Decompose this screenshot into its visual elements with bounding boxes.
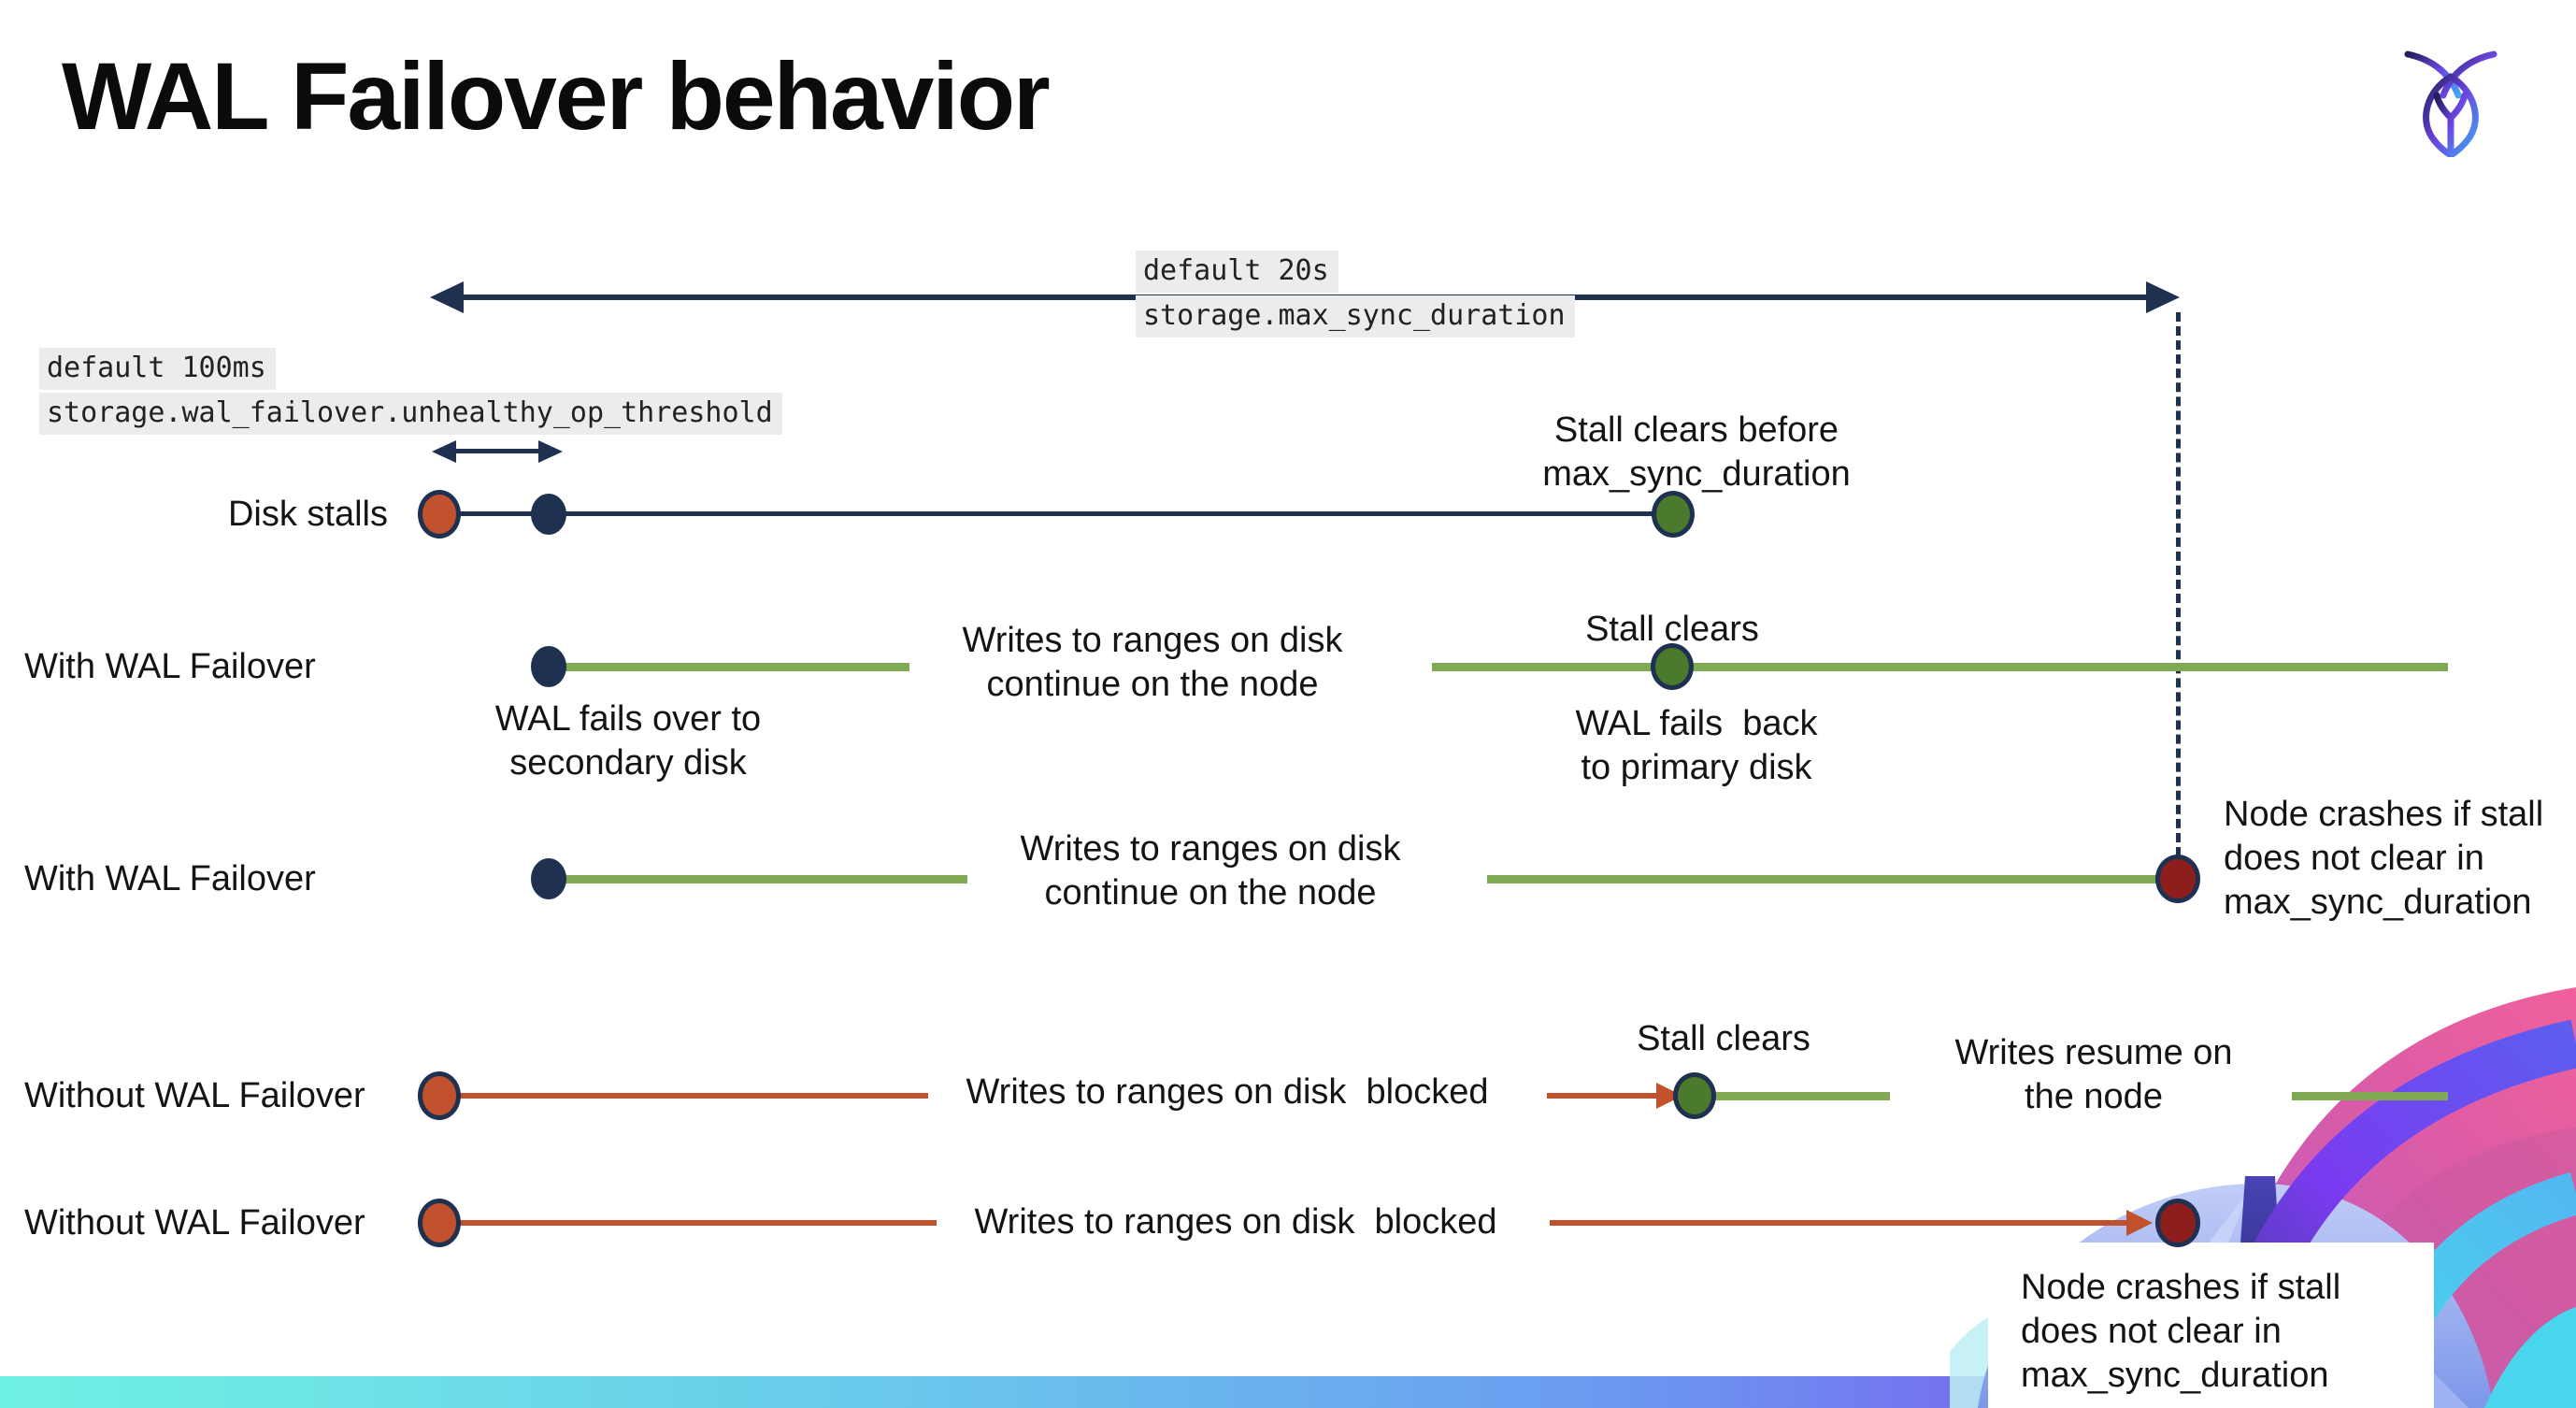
node-crash-dot: [2155, 1199, 2200, 1247]
default-value-badge: default 100ms: [39, 348, 276, 390]
node-crash-callout-box: [1988, 1243, 2434, 1408]
unhealthy-op-threshold-label: default 100ms storage.wal_failover.unhea…: [39, 348, 782, 438]
timeline-segment: [549, 663, 923, 671]
annotation-node-crashes: Node crashes if stall does not clear in …: [2021, 1268, 2341, 1395]
failover-threshold-dot: [531, 494, 566, 535]
timeline-segment: [1547, 1093, 1659, 1099]
annotation-wal-fails-back: WAL fails back to primary disk: [1575, 704, 1818, 787]
page-title: WAL Failover behavior: [62, 43, 1051, 150]
annotation-stall-clears-before: Stall clears before max_sync_duration: [1542, 410, 1851, 494]
failback-dot: [1651, 643, 1694, 690]
stall-clears-dot: [1673, 1072, 1716, 1119]
annotation-writes-continue: Writes to ranges on disk continue on the…: [909, 619, 1395, 707]
failover-start-dot: [531, 858, 566, 899]
stall-start-dot: [418, 1199, 461, 1247]
arrowhead-right-icon: [2146, 281, 2180, 313]
setting-name-badge: storage.max_sync_duration: [1136, 295, 1575, 338]
annotation-writes-continue: Writes to ranges on disk continue on the…: [967, 827, 1453, 915]
node-crash-dot: [2155, 855, 2200, 903]
default-value-badge: default 20s: [1136, 251, 1338, 293]
timeline-segment: [2292, 1092, 2448, 1100]
timeline-segment: [439, 1093, 929, 1099]
row-label-with-wal-failover-1: With WAL Failover: [24, 647, 316, 686]
row-label-disk-stalls: Disk stalls: [227, 495, 388, 534]
annotation-writes-blocked: Writes to ranges on disk blocked: [937, 1200, 1535, 1244]
timeline-segment: [1432, 663, 2448, 671]
annotation-wal-fails-over: WAL fails over to secondary disk: [494, 699, 762, 783]
row-label-without-wal-failover-1: Without WAL Failover: [24, 1076, 365, 1115]
stall-start-dot: [418, 1071, 461, 1120]
red-arrowhead-icon: [2126, 1210, 2153, 1236]
annotation-writes-resume: Writes resume on the node: [1954, 1033, 2233, 1116]
timeline-segment: [439, 511, 1654, 516]
max-sync-duration-label: default 20s storage.max_sync_duration: [1136, 251, 1575, 340]
stall-clears-dot: [1652, 491, 1695, 538]
annotation-node-crashes: Node crashes if stall does not clear in …: [2224, 795, 2544, 922]
timeline-segment: [1712, 1092, 1890, 1100]
row-label-with-wal-failover-2: With WAL Failover: [24, 859, 316, 898]
timeline-segment: [439, 1220, 949, 1226]
arrow-shaft: [441, 449, 553, 453]
disk-stall-start-dot: [418, 490, 461, 539]
timeline-segment: [549, 875, 981, 884]
annotation-stall-clears: Stall clears: [1585, 610, 1759, 649]
arrowhead-left-icon: [430, 281, 464, 313]
max-sync-deadline-dashed-line: [2176, 312, 2181, 856]
failover-start-dot: [531, 646, 566, 687]
timeline-segment: [1487, 875, 2161, 884]
setting-name-badge: storage.wal_failover.unhealthy_op_thresh…: [39, 393, 782, 435]
row-label-without-wal-failover-2: Without WAL Failover: [24, 1203, 365, 1243]
timeline-segment: [1550, 1220, 2127, 1226]
annotation-stall-clears: Stall clears: [1637, 1019, 1810, 1058]
arrowhead-right-icon: [538, 440, 563, 463]
cockroachdb-logo-icon: [2404, 50, 2497, 157]
annotation-writes-blocked: Writes to ranges on disk blocked: [928, 1070, 1526, 1114]
arrowhead-left-icon: [432, 440, 456, 463]
